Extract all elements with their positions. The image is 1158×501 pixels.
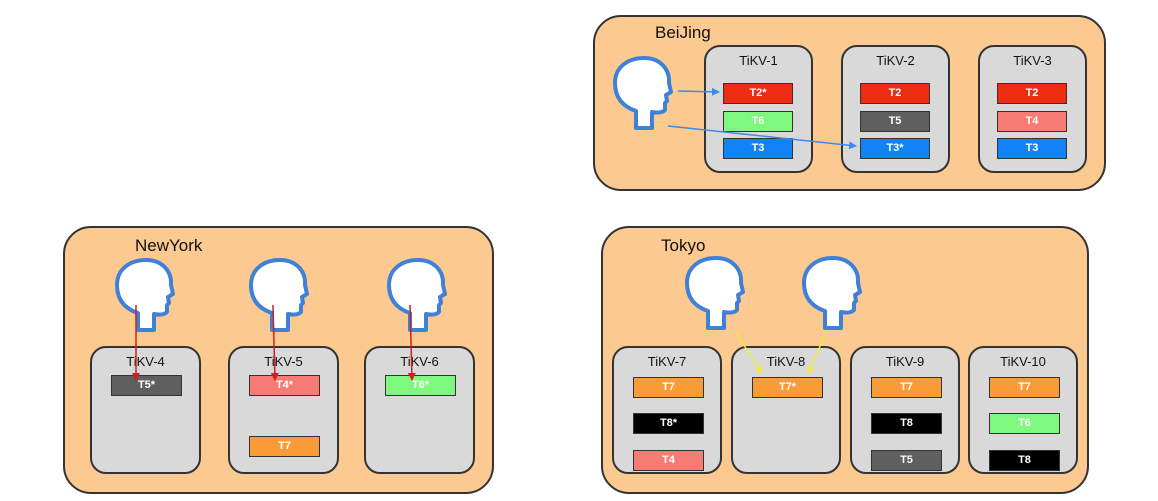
store-label: TiKV-7 <box>647 354 687 369</box>
tablet: T6 <box>723 111 793 132</box>
store-tikv-1: TiKV-1 T2* T6 T3 <box>704 45 813 173</box>
tablet: T8* <box>633 413 704 434</box>
store-label: TiKV-9 <box>885 354 925 369</box>
tablet: T3* <box>860 138 930 159</box>
tablet: T4 <box>997 111 1067 132</box>
store-tikv-6: TiKV-6 T6* <box>364 346 475 474</box>
store-tikv-4: TiKV-4 T5* <box>90 346 201 474</box>
store-label: TiKV-1 <box>739 53 778 68</box>
store-tikv-10: TiKV-10 T7 T6 T8 <box>968 346 1078 474</box>
tablet: T7 <box>871 377 942 398</box>
region-title-tokyo: Tokyo <box>661 236 706 255</box>
store-tikv-3: TiKV-3 T2 T4 T3 <box>978 45 1087 173</box>
user-head-icon <box>613 56 673 130</box>
tablet: T3 <box>723 138 793 159</box>
store-label: TiKV-4 <box>126 354 165 369</box>
store-label: TiKV-8 <box>766 354 806 369</box>
user-head-icon <box>249 258 309 332</box>
store-tikv-9: TiKV-9 T7 T8 T5 <box>850 346 960 474</box>
store-label: TiKV-3 <box>1013 53 1052 68</box>
user-head-icon <box>387 258 447 332</box>
tablet: T4* <box>249 375 320 396</box>
user-head-icon <box>685 256 745 330</box>
tablet: T5 <box>860 111 930 132</box>
store-label: TiKV-2 <box>876 53 915 68</box>
tablet: T8 <box>871 413 942 434</box>
user-head-icon <box>115 258 175 332</box>
store-tikv-2: TiKV-2 T2 T5 T3* <box>841 45 950 173</box>
store-label: TiKV-6 <box>400 354 439 369</box>
tablet: T4 <box>633 450 704 471</box>
tablet: T5 <box>871 450 942 471</box>
tablet: T2 <box>860 83 930 104</box>
store-label: TiKV-10 <box>1000 354 1046 369</box>
tablet: T2* <box>723 83 793 104</box>
tablet: T7 <box>249 436 320 457</box>
tablet: T7 <box>633 377 704 398</box>
tablet: T5* <box>111 375 182 396</box>
tablet: T8 <box>989 450 1060 471</box>
tablet: T7 <box>989 377 1060 398</box>
store-label: TiKV-5 <box>264 354 303 369</box>
store-tikv-5: TiKV-5 T4* T7 <box>228 346 339 474</box>
tablet: T2 <box>997 83 1067 104</box>
store-tikv-7: TiKV-7 T7 T8* T4 <box>612 346 722 474</box>
region-title-beijing: BeiJing <box>655 23 711 42</box>
region-title-newyork: NewYork <box>135 236 203 255</box>
user-head-icon <box>802 256 862 330</box>
store-tikv-8: TiKV-8 T7* <box>731 346 841 474</box>
tablet: T3 <box>997 138 1067 159</box>
tablet: T7* <box>752 377 823 398</box>
tablet: T6* <box>385 375 456 396</box>
tablet: T6 <box>989 413 1060 434</box>
